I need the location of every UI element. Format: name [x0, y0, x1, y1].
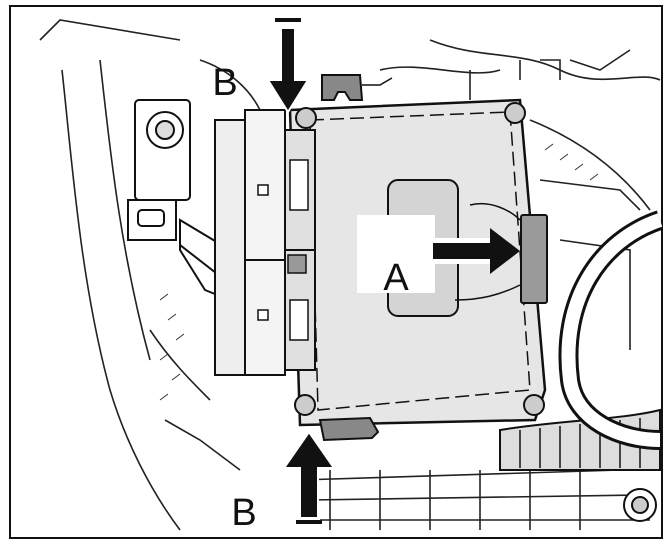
- mounting-bracket: [127, 99, 191, 241]
- bolt-icon: [504, 102, 526, 124]
- bolt-icon: [295, 107, 317, 129]
- connector-a: [520, 214, 548, 304]
- label-b-bottom: B: [231, 492, 256, 534]
- arrow-a: [433, 228, 520, 274]
- hatching: [159, 143, 599, 401]
- arrow-b-bottom: [282, 430, 336, 524]
- label-a-box: [357, 215, 435, 293]
- label-a: A: [383, 257, 409, 299]
- nut-icon: [623, 488, 657, 522]
- bolt-icon: [294, 394, 316, 416]
- bolt-icon: [523, 394, 545, 416]
- engine-bay-background: [39, 19, 661, 531]
- hose: [558, 210, 664, 450]
- ecu-connectors: [214, 109, 316, 376]
- arrow-b-top: [266, 18, 310, 114]
- label-b-top: B: [212, 62, 237, 104]
- bottom-clip: [318, 416, 380, 442]
- top-clip: [321, 74, 393, 101]
